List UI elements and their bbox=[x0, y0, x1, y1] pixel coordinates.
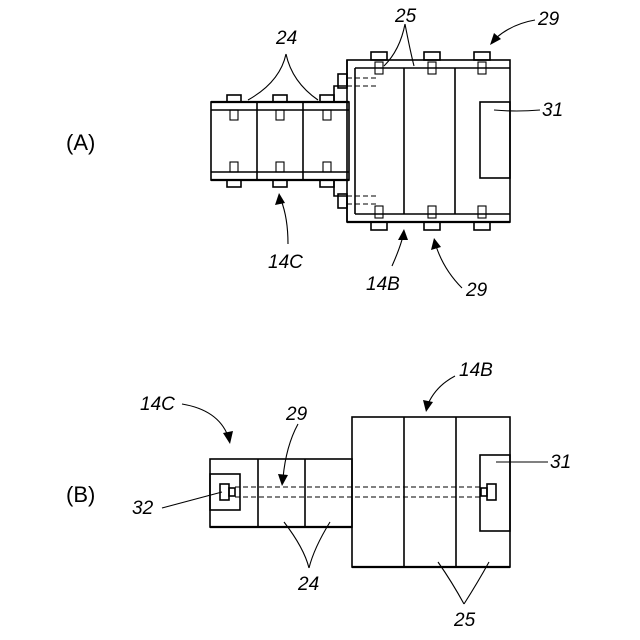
panel-b-label: (B) bbox=[66, 482, 95, 507]
label-14c-a: 14C bbox=[268, 252, 303, 273]
panel-b-drawing: (B) bbox=[66, 360, 571, 631]
body-14c-side-view bbox=[210, 459, 352, 527]
window-31-b bbox=[480, 455, 510, 531]
label-14c-b: 14C bbox=[140, 394, 175, 415]
window-31 bbox=[480, 102, 510, 178]
rod-29 bbox=[235, 487, 481, 497]
panel-a-drawing: (A) bbox=[66, 6, 563, 301]
label-14b-a: 14B bbox=[366, 274, 400, 295]
label-29-bottom-a: 29 bbox=[465, 280, 488, 301]
clips-14c-top bbox=[227, 95, 334, 120]
label-29-b: 29 bbox=[285, 404, 308, 425]
clips-14b-top bbox=[371, 52, 490, 74]
label-31-b: 31 bbox=[550, 452, 571, 473]
connector-step bbox=[334, 60, 379, 222]
label-24-b: 24 bbox=[297, 574, 319, 595]
label-25-a: 25 bbox=[394, 6, 417, 27]
label-14b-b: 14B bbox=[459, 360, 493, 381]
label-25-b: 25 bbox=[453, 610, 476, 631]
clips-14b-bottom bbox=[371, 206, 490, 230]
body-14b-side-view bbox=[352, 417, 510, 567]
label-24-a: 24 bbox=[275, 28, 297, 49]
label-31-a: 31 bbox=[542, 100, 563, 121]
body-14c-top-view bbox=[211, 102, 349, 180]
body-14b-top-view bbox=[347, 60, 510, 222]
panel-a-label: (A) bbox=[66, 130, 95, 155]
label-32-b: 32 bbox=[132, 498, 154, 519]
clips-14c-bottom bbox=[227, 162, 334, 187]
label-29-top-a: 29 bbox=[537, 9, 560, 30]
